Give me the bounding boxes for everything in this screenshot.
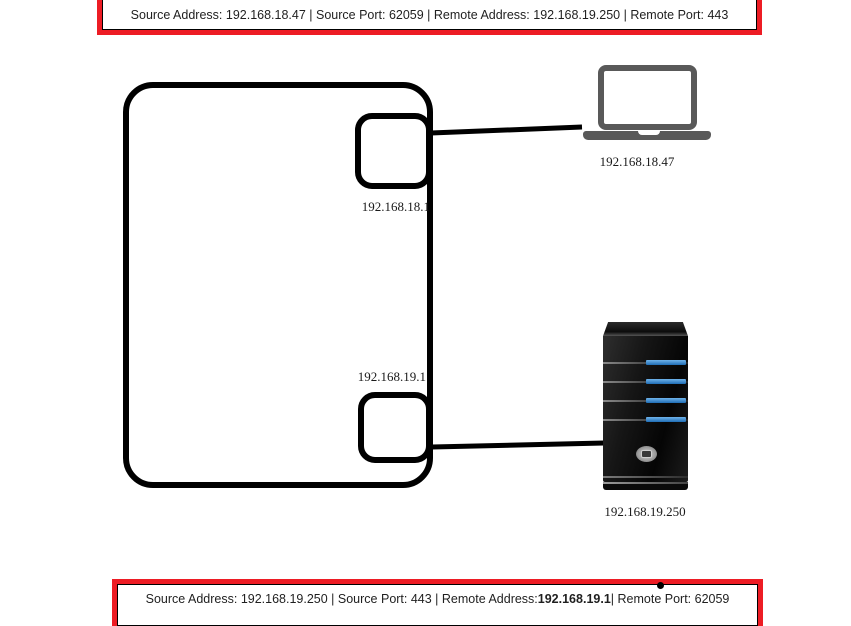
server-blue-stripe	[646, 360, 686, 365]
top-connection-banner: Source Address: 192.168.18.47 | Source P…	[97, 0, 762, 35]
server-lower-separator	[603, 476, 688, 478]
interface-box-192-168-19-1	[358, 392, 432, 463]
interface-box-192-168-18-1	[355, 113, 432, 189]
interface-label-bottom: 192.168.19.1	[357, 369, 426, 384]
bottom-connection-banner: Source Address: 192.168.19.250 | Source …	[112, 579, 763, 626]
server-body	[603, 336, 688, 490]
server-blue-stripe	[646, 417, 686, 422]
laptop-base	[583, 131, 711, 140]
server-bay-separator	[603, 381, 688, 383]
server-foot	[603, 484, 688, 490]
server-blue-stripe	[646, 379, 686, 384]
bottom-banner-bold-address: 192.168.19.1	[537, 592, 611, 606]
stray-dot	[657, 582, 664, 589]
router-outline	[123, 82, 433, 488]
server-top-cap	[603, 322, 688, 336]
server-base-highlight	[603, 482, 688, 484]
laptop-screen	[598, 65, 697, 130]
interface-label-top: 192.168.18.1	[361, 199, 430, 214]
bottom-banner-text-before: Source Address: 192.168.19.250 | Source …	[145, 592, 538, 606]
laptop-notch	[638, 131, 660, 135]
server-ip-label: 192.168.19.250	[604, 504, 686, 519]
server-blue-stripe	[646, 398, 686, 403]
server-bay-separator	[603, 419, 688, 421]
server-power-button	[636, 446, 657, 462]
top-connection-banner-text: Source Address: 192.168.18.47 | Source P…	[102, 0, 757, 30]
laptop-connection-line	[430, 124, 583, 136]
laptop-ip-label: 192.168.18.47	[599, 154, 675, 169]
bottom-connection-banner-text: Source Address: 192.168.19.250 | Source …	[117, 584, 758, 626]
bottom-banner-text-after: | Remote Port: 62059	[610, 592, 730, 606]
laptop-icon	[583, 65, 711, 140]
server-bay-separator	[603, 362, 688, 364]
server-bay-separator	[603, 400, 688, 402]
server-power-button-inner	[641, 450, 652, 458]
server-icon	[603, 322, 688, 490]
server-connection-line	[431, 440, 605, 450]
